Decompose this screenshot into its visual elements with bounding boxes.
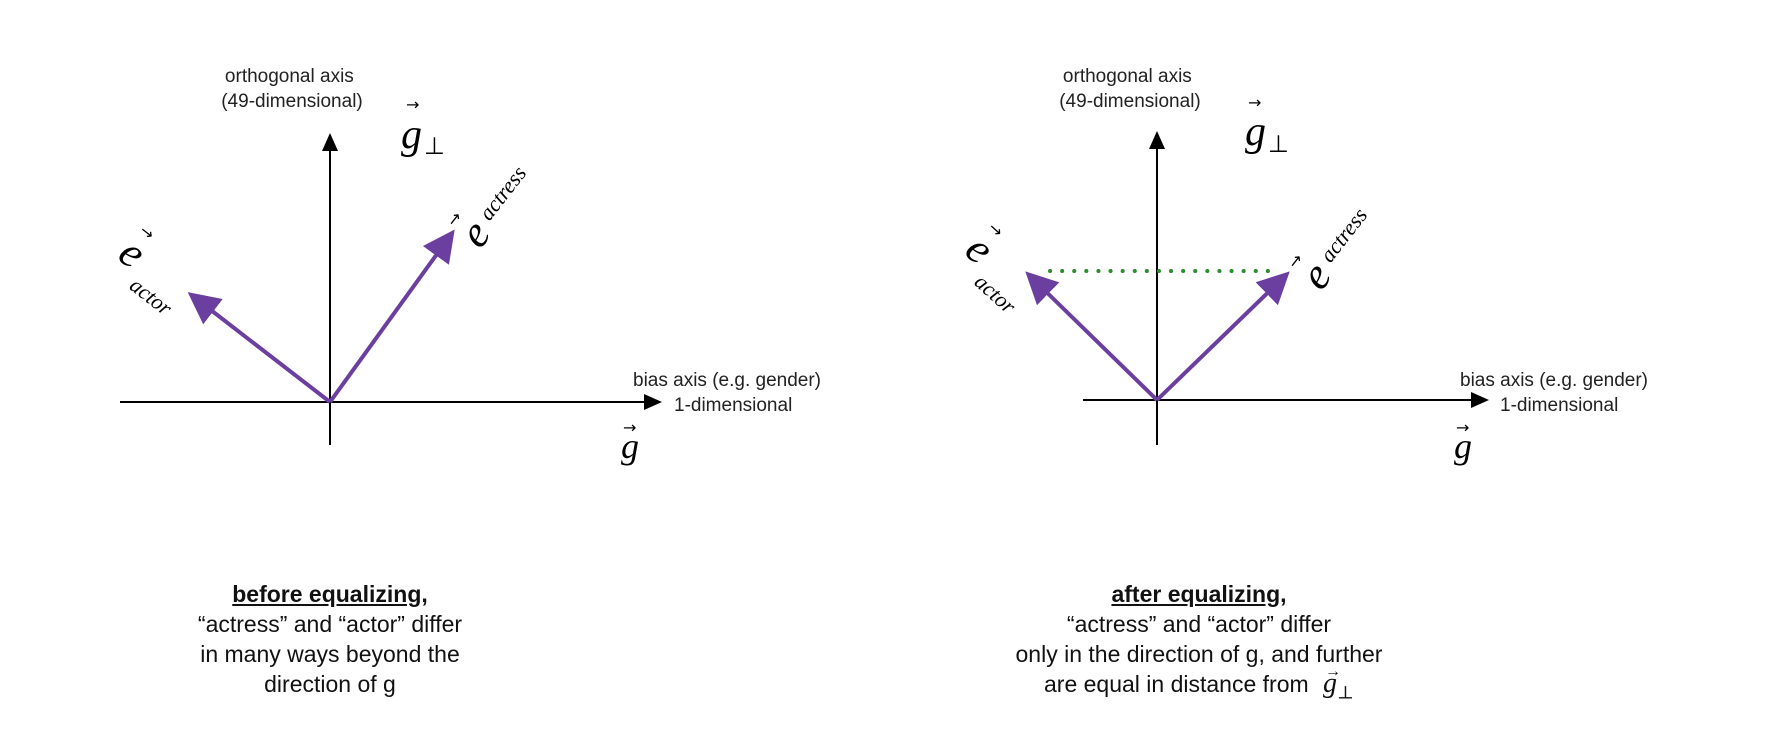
before-equalizing-panel: orthogonal axis (49-dimensional) g → ⊥ b… [70,66,826,699]
after-caption: after equalizing, “actress” and “actor” … [939,579,1459,708]
svg-text:⊥: ⊥ [1268,130,1289,158]
svg-text:→: → [1456,418,1469,437]
svg-text:actress: actress [474,161,532,225]
caption-line: direction of g [264,671,396,697]
g-symbol: g → [1454,418,1472,466]
svg-text:g: g [1245,109,1266,155]
orthogonal-axis-label: orthogonal axis (49-dimensional) [221,66,363,112]
svg-text:⊥: ⊥ [424,132,445,160]
svg-text:actor: actor [970,269,1022,319]
caption-line: are equal in distance from →g⊥ [939,663,1459,708]
actor-vector [187,292,332,404]
e-actor-label: e → actor [956,218,1022,319]
caption-line: in many ways beyond the [200,641,460,667]
svg-text:g: g [401,112,422,158]
before-diagram: orthogonal axis (49-dimensional) g → ⊥ b… [110,66,826,466]
g-symbol: g → [621,418,639,466]
svg-text:→: → [623,418,636,437]
actor-vector [1025,271,1159,402]
actress-vector [328,229,455,404]
orthogonal-axis-label: orthogonal axis (49-dimensional) [1059,66,1201,112]
actress-vector [1155,271,1290,402]
caption-line-text: are equal in distance from [1044,671,1309,697]
svg-text:g: g [621,426,639,466]
e-actress-label: e → actress [1284,203,1373,298]
after-equalizing-panel: orthogonal axis (49-dimensional) g → ⊥ b… [835,0,1727,756]
after-diagram: orthogonal axis (49-dimensional) g → ⊥ b… [956,66,1653,466]
g-perp-inline-symbol: →g⊥ [1323,663,1354,703]
bias-axis-label: bias axis (e.g. gender) 1-dimensional [633,370,826,416]
svg-text:actress: actress [1315,203,1373,267]
caption-heading: after equalizing, [1111,581,1287,607]
svg-text:g: g [1454,426,1472,466]
g-perp-symbol: g → ⊥ [401,95,445,160]
bias-axis-label: bias axis (e.g. gender) 1-dimensional [1460,370,1653,416]
svg-text:actor: actor [125,272,177,321]
caption-line: “actress” and “actor” differ [197,611,463,637]
svg-text:→: → [1248,93,1261,112]
svg-text:→: → [406,95,419,114]
g-perp-symbol: g → ⊥ [1245,93,1289,158]
e-actress-label: e → actress [443,161,532,256]
e-actor-label: e → actor [110,221,178,321]
caption-line: “actress” and “actor” differ [1066,611,1332,637]
before-caption: before equalizing, “actress” and “actor”… [70,579,590,699]
caption-heading: before equalizing, [232,581,428,607]
caption-line: only in the direction of g, and further [1015,641,1383,667]
